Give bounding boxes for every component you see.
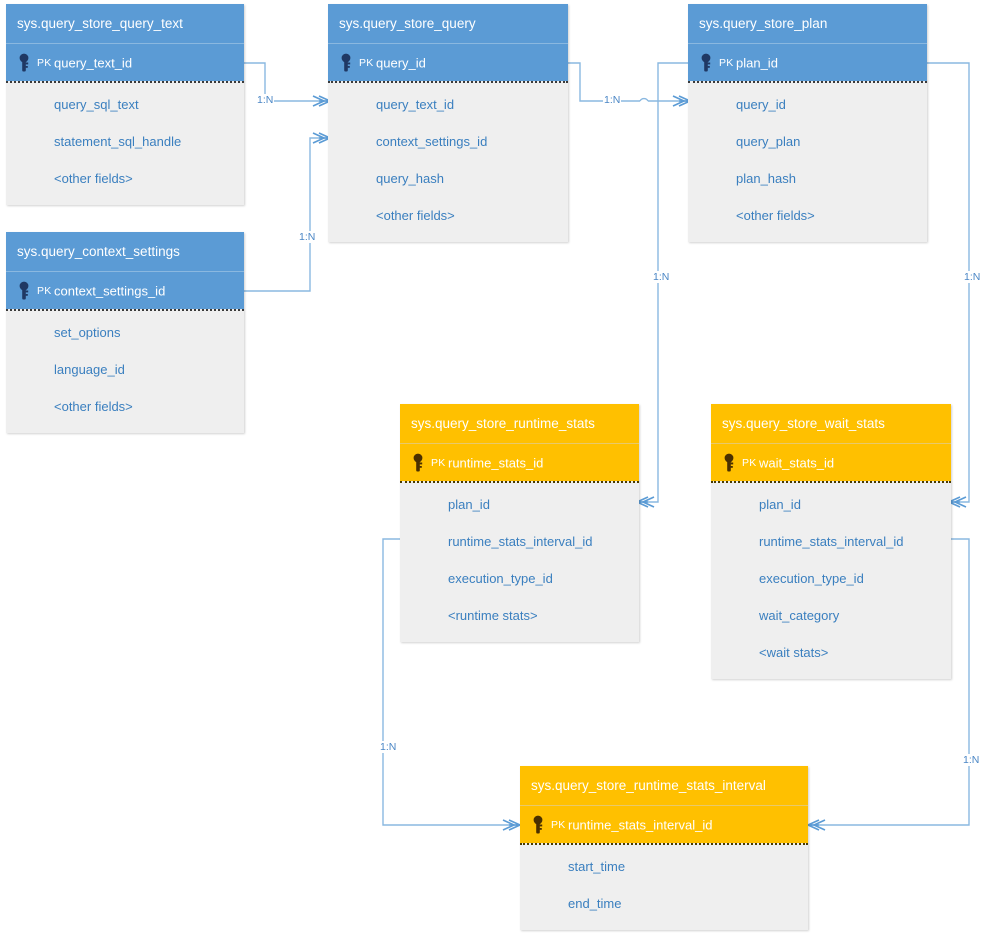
pk-separator <box>6 81 244 83</box>
field-list-query_store_query: query_text_id context_settings_id query_ha… <box>328 83 568 242</box>
pk-separator <box>520 843 808 845</box>
key-icon <box>341 53 355 73</box>
field-row[interactable]: plan_hash <box>736 171 796 186</box>
pk-field-name: wait_stats_id <box>759 455 835 470</box>
entity-title-query_context_settings: sys.query_context_settings <box>6 232 244 272</box>
field-row[interactable]: query_id <box>736 97 786 112</box>
pk-badge: PK <box>431 456 446 469</box>
field-row[interactable]: query_plan <box>736 134 801 149</box>
field-list-query_store_runtime_stats_interval: start_time end_time <box>520 845 808 930</box>
field-row[interactable]: statement_sql_handle <box>54 134 182 149</box>
field-list-query_store_plan: query_id query_plan plan_hash <other fields… <box>688 83 927 242</box>
field-list-query_store_wait_stats: plan_id runtime_stats_interval_id executio… <box>711 483 951 679</box>
entity-title-query_store_query: sys.query_store_query <box>328 4 568 44</box>
pk-badge: PK <box>359 56 374 69</box>
pk-field-name: context_settings_id <box>54 283 166 298</box>
cardinality-label-rel-plan-to-wait-stats: 1:N <box>963 271 982 283</box>
field-list-query_store_runtime_stats: plan_id runtime_stats_interval_id executio… <box>400 483 639 642</box>
key-icon <box>19 53 33 73</box>
field-row[interactable]: context_settings_id <box>376 134 488 149</box>
connector-query-to-plan <box>568 62 691 107</box>
cardinality-label-rel-context-to-query: 1:N <box>298 231 317 243</box>
entity-title-query_store_runtime_stats_interval: sys.query_store_runtime_stats_interval <box>520 766 808 806</box>
cardinality-label-rel-plan-to-runtime-stats: 1:N <box>652 271 671 283</box>
field-row[interactable]: query_sql_text <box>54 97 139 112</box>
cardinality-label-rel-interval-to-wait-stats: 1:N <box>962 754 981 766</box>
connector-plan-to-runtime-stats <box>636 62 688 508</box>
field-row[interactable]: language_id <box>54 362 125 377</box>
field-row[interactable]: plan_id <box>759 497 801 512</box>
field-row[interactable]: query_hash <box>376 171 444 186</box>
key-icon <box>533 815 547 835</box>
key-icon <box>413 453 427 473</box>
field-row[interactable]: execution_type_id <box>759 571 864 586</box>
entity-title-query_store_query_text: sys.query_store_query_text <box>6 4 244 44</box>
pk-field-name: runtime_stats_id <box>448 455 544 470</box>
cardinality-label-rel-text-to-query: 1:N <box>256 94 275 106</box>
field-row[interactable]: start_time <box>568 859 626 874</box>
cardinality-label-rel-query-to-plan: 1:N <box>603 94 622 106</box>
entity-title-query_store_plan: sys.query_store_plan <box>688 4 927 44</box>
pk-separator <box>400 481 639 483</box>
key-icon <box>724 453 738 473</box>
field-row[interactable]: query_text_id <box>376 97 455 112</box>
field-row[interactable]: <other fields> <box>54 171 133 186</box>
pk-separator <box>328 81 568 83</box>
field-row[interactable]: wait_category <box>759 608 840 623</box>
entity-title-query_store_wait_stats: sys.query_store_wait_stats <box>711 404 951 444</box>
pk-badge: PK <box>37 284 52 297</box>
key-icon <box>701 53 715 73</box>
field-row[interactable]: execution_type_id <box>448 571 553 586</box>
field-row[interactable]: runtime_stats_interval_id <box>759 534 904 549</box>
field-row[interactable]: <other fields> <box>376 208 455 223</box>
pk-field-name: query_id <box>376 55 426 70</box>
cardinality-label-rel-interval-to-runtime-stats: 1:N <box>379 741 398 753</box>
pk-badge: PK <box>551 818 566 831</box>
pk-badge: PK <box>719 56 734 69</box>
pk-field-name: plan_id <box>736 55 778 70</box>
field-row[interactable]: <other fields> <box>54 399 133 414</box>
field-row[interactable]: plan_id <box>448 497 490 512</box>
field-list-query_store_query_text: query_sql_text statement_sql_handle <other… <box>6 83 244 205</box>
pk-separator <box>6 309 244 311</box>
pk-badge: PK <box>37 56 52 69</box>
key-icon <box>19 281 33 301</box>
pk-badge: PK <box>742 456 757 469</box>
field-row[interactable]: runtime_stats_interval_id <box>448 534 593 549</box>
pk-field-name: query_text_id <box>54 55 133 70</box>
field-row[interactable]: <other fields> <box>736 208 815 223</box>
field-row[interactable]: <wait stats> <box>759 645 829 660</box>
field-list-query_context_settings: set_options language_id <other fields> <box>6 311 244 433</box>
entity-title-query_store_runtime_stats: sys.query_store_runtime_stats <box>400 404 639 444</box>
pk-field-name: runtime_stats_interval_id <box>568 817 713 832</box>
pk-separator <box>688 81 927 83</box>
field-row[interactable]: end_time <box>568 896 622 911</box>
field-row[interactable]: set_options <box>54 325 121 340</box>
field-row[interactable]: <runtime stats> <box>448 608 538 623</box>
connector-context-to-query <box>244 132 331 292</box>
pk-separator <box>711 481 951 483</box>
